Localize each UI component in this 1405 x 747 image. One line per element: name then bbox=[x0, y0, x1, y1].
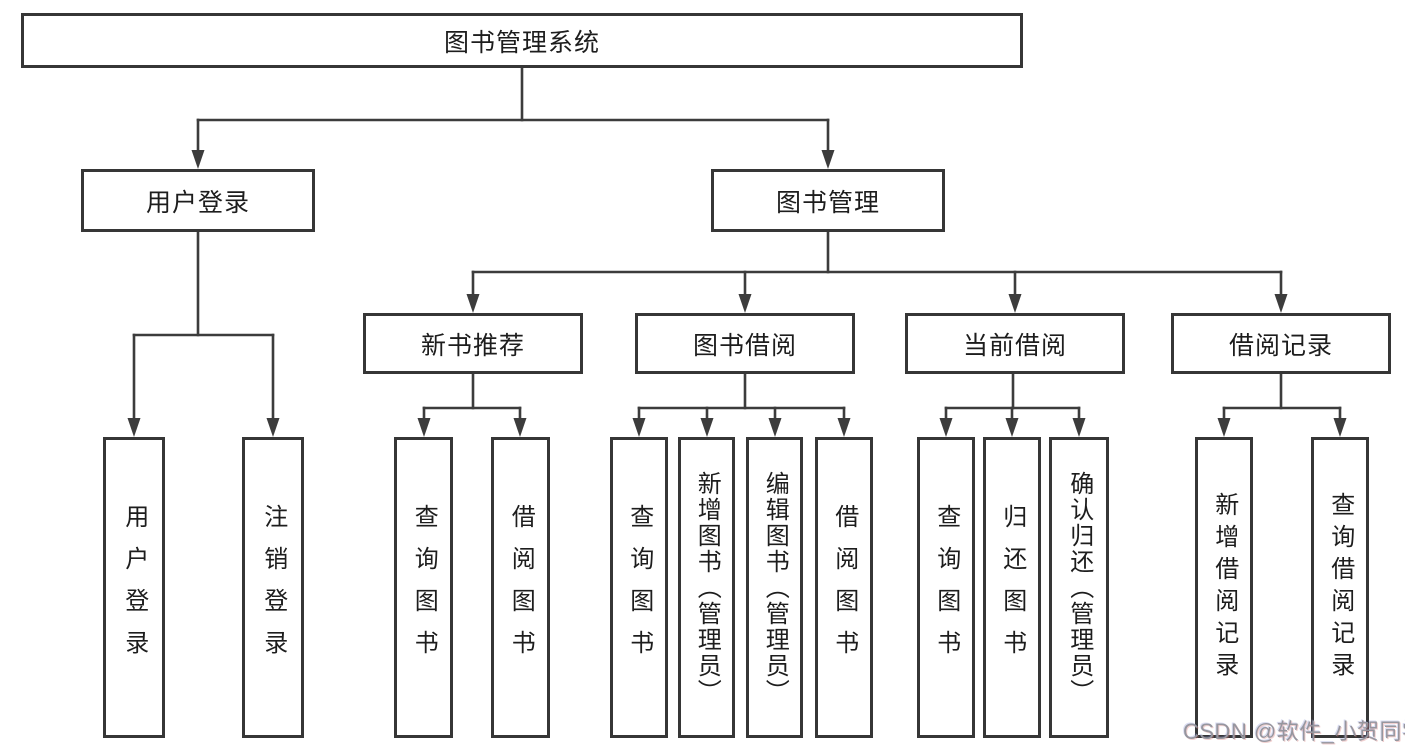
leaf-label: 新增图书（管理员） bbox=[693, 470, 721, 705]
leaf-query-borrow-record: 查询借阅记录 bbox=[1311, 437, 1369, 738]
leaf-label: 查询借阅记录 bbox=[1326, 491, 1354, 684]
leaf-label: 确认归还（管理员） bbox=[1065, 470, 1093, 705]
leaf-label: 新增借阅记录 bbox=[1210, 491, 1238, 684]
leaf-borrow-book: 借阅图书 bbox=[815, 437, 873, 738]
node-label: 借阅记录 bbox=[1228, 331, 1333, 360]
leaf-return-book: 归还图书 bbox=[983, 437, 1041, 738]
leaf-label: 查询图书 bbox=[410, 503, 438, 672]
node-book-borrowing: 图书借阅 bbox=[635, 313, 855, 374]
node-book-management: 图书管理 bbox=[711, 169, 945, 232]
leaf-label: 注销登录 bbox=[259, 503, 287, 672]
leaf-user-login: 用户登录 bbox=[103, 437, 165, 738]
leaf-label: 借阅图书 bbox=[507, 503, 535, 672]
leaf-query-books-recommend: 查询图书 bbox=[394, 437, 453, 738]
leaf-query-books-current: 查询图书 bbox=[917, 437, 975, 738]
leaf-add-borrow-record: 新增借阅记录 bbox=[1195, 437, 1253, 738]
leaf-confirm-return-admin: 确认归还（管理员） bbox=[1049, 437, 1109, 738]
node-label: 图书借阅 bbox=[692, 331, 797, 360]
node-root: 图书管理系统 bbox=[21, 13, 1023, 68]
node-label: 图书管理 bbox=[775, 188, 880, 217]
csdn-watermark: CSDN @软件_小贺同学 bbox=[1183, 719, 1405, 744]
leaf-label: 查询图书 bbox=[932, 503, 960, 672]
leaf-query-books-borrow: 查询图书 bbox=[610, 437, 668, 738]
leaf-label: 借阅图书 bbox=[830, 503, 858, 672]
leaf-label: 查询图书 bbox=[625, 503, 653, 672]
node-label: 当前借阅 bbox=[962, 331, 1067, 360]
node-new-book-recommend: 新书推荐 bbox=[363, 313, 583, 374]
leaf-logout: 注销登录 bbox=[242, 437, 304, 738]
leaf-label: 编辑图书（管理员） bbox=[761, 470, 789, 705]
leaf-edit-book-admin: 编辑图书（管理员） bbox=[746, 437, 803, 738]
node-label: 图书管理系统 bbox=[443, 28, 600, 57]
leaf-label: 归还图书 bbox=[998, 503, 1026, 672]
node-label: 用户登录 bbox=[145, 188, 250, 217]
node-user-login: 用户登录 bbox=[81, 169, 315, 232]
node-current-borrowing: 当前借阅 bbox=[905, 313, 1125, 374]
node-label: 新书推荐 bbox=[420, 331, 525, 360]
leaf-borrow-books-recommend: 借阅图书 bbox=[491, 437, 550, 738]
leaf-label: 用户登录 bbox=[120, 503, 148, 672]
leaf-add-book-admin: 新增图书（管理员） bbox=[678, 437, 735, 738]
node-borrowing-records: 借阅记录 bbox=[1171, 313, 1391, 374]
